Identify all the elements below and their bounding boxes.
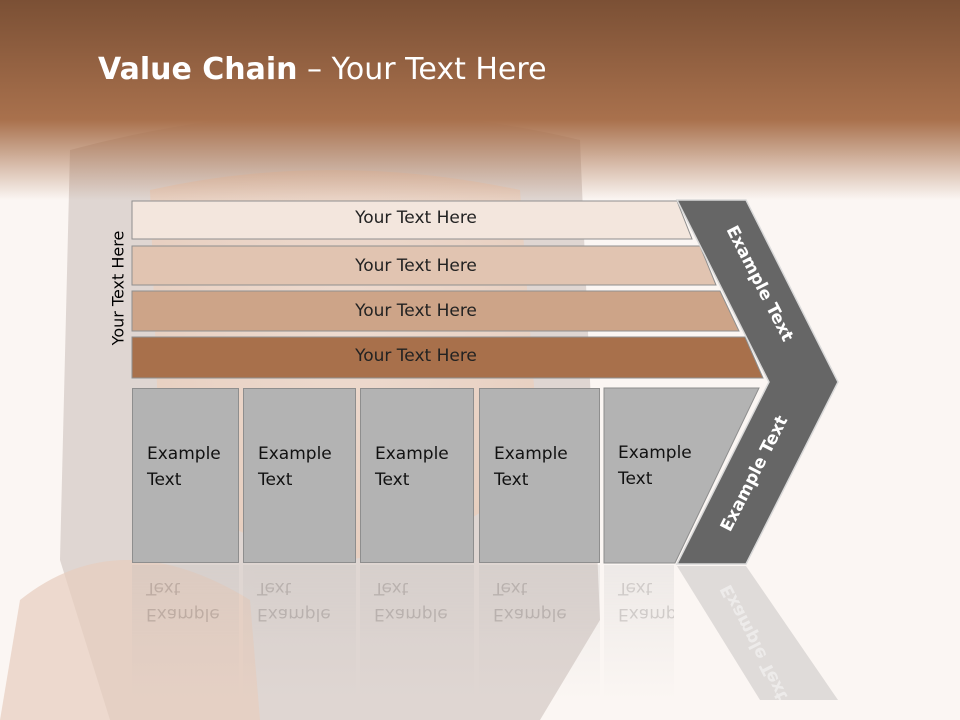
slide-title: Value Chain – Your Text Here bbox=[98, 52, 547, 87]
bar-label-2: Your Text Here bbox=[355, 256, 477, 276]
bar-label-4: Your Text Here bbox=[355, 346, 477, 366]
header-band bbox=[0, 0, 960, 200]
bar-label-3: Your Text Here bbox=[355, 301, 477, 321]
bar-label-1: Your Text Here bbox=[355, 208, 477, 228]
bar-shape-2 bbox=[131, 245, 717, 286]
title-rest: – Your Text Here bbox=[297, 52, 547, 87]
title-bold: Value Chain bbox=[98, 52, 298, 87]
last-box-shape bbox=[603, 387, 760, 564]
bar-shape-4 bbox=[131, 336, 764, 379]
chevron-arrow bbox=[675, 199, 839, 565]
chevron-reflection bbox=[677, 566, 838, 700]
bar-shape-3 bbox=[131, 290, 740, 332]
bar-shape-1 bbox=[131, 200, 693, 240]
